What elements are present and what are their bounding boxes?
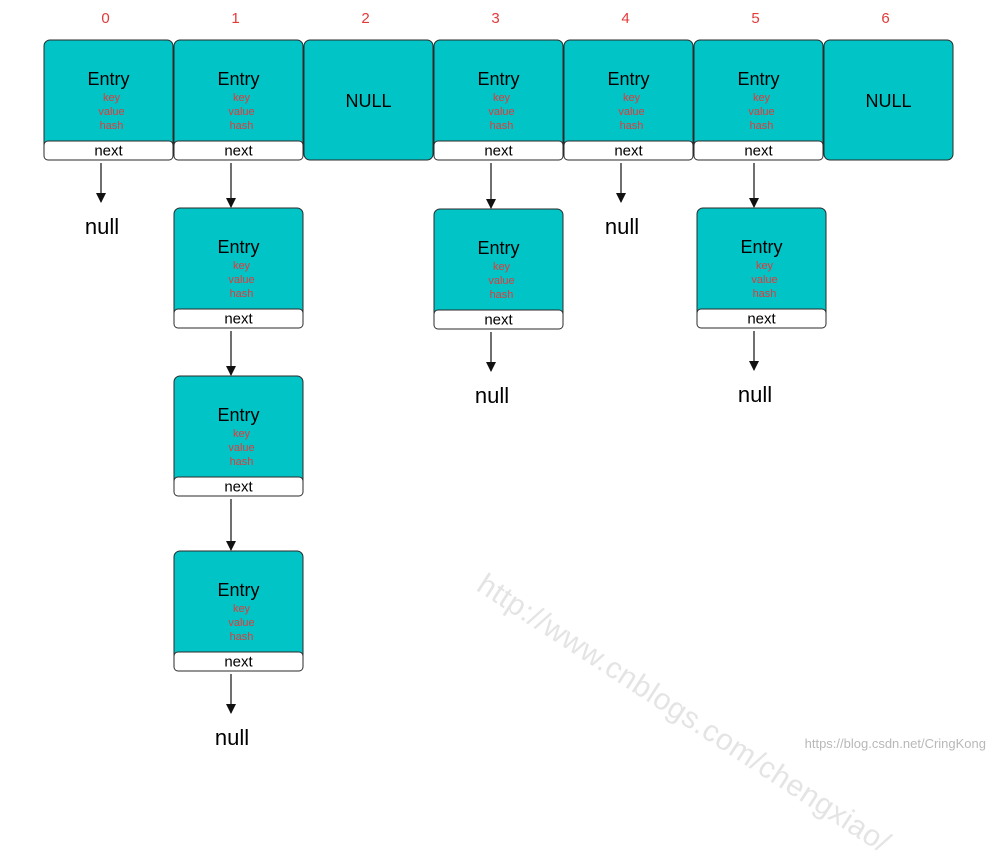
bucket-3-entry-0-field-key: key <box>493 92 511 104</box>
bucket-1-entry-3-next-label: next <box>224 654 253 671</box>
bucket-5-entry-0-title: Entry <box>737 69 779 89</box>
bucket-2-null-label: NULL <box>345 91 391 111</box>
bucket-0-null-terminator: null <box>85 214 119 239</box>
bucket-3-entry-1-next-label: next <box>484 312 513 329</box>
bucket-3-entry-0-next-pointer <box>433 140 564 161</box>
bucket-5-null-terminator: null <box>738 382 772 407</box>
bucket-3-entry-0-next-label: next <box>484 143 513 160</box>
bucket-1-entry-2-next-pointer <box>173 476 304 497</box>
bucket-1-entry-2-field-hash: hash <box>230 456 254 468</box>
bucket-5-entry-1-title: Entry <box>740 237 782 257</box>
bucket-5-entry-0-next-pointer <box>693 140 824 161</box>
bucket-0-entry-0-field-hash: hash <box>100 120 124 132</box>
bucket-1-entry-0-field-key: key <box>233 92 251 104</box>
bucket-3-entry-1-title: Entry <box>477 238 519 258</box>
bucket-1-entry-3-field-key: key <box>233 603 251 615</box>
bucket-1-entry-3-title: Entry <box>217 580 259 600</box>
bucket-1-entry-1-title: Entry <box>217 237 259 257</box>
bucket-5-entry-0-next-label: next <box>744 143 773 160</box>
bucket-5-entry-1-next-label: next <box>747 311 776 328</box>
bucket-1-null-terminator: null <box>215 725 249 750</box>
index-label-6: 6 <box>881 10 889 27</box>
bucket-4-entry-0-next-label: next <box>614 143 643 160</box>
bucket-5-entry-0-field-hash: hash <box>750 120 774 132</box>
bucket-5-entry-1-field-value: value <box>751 274 777 286</box>
bucket-0-entry-0-next-label: next <box>94 143 123 160</box>
bucket-4-entry-0-field-hash: hash <box>620 120 644 132</box>
bucket-3-null-terminator: null <box>475 383 509 408</box>
index-label-2: 2 <box>361 10 369 27</box>
bucket-1-entry-2-next-label: next <box>224 479 253 496</box>
bucket-3-entry-1-next-pointer <box>433 309 564 330</box>
index-label-3: 3 <box>491 10 499 27</box>
bucket-1-entry-1-next-label: next <box>224 311 253 328</box>
bucket-0-entry-0-field-value: value <box>98 106 124 118</box>
bucket-0-entry-0-next-pointer <box>43 140 174 161</box>
bucket-5-entry-1-field-key: key <box>756 260 774 272</box>
bucket-1-entry-0-field-value: value <box>228 106 254 118</box>
bucket-1-entry-0-field-hash: hash <box>230 120 254 132</box>
bucket-1-entry-3-field-hash: hash <box>230 631 254 643</box>
bucket-5-entry-1-next-pointer <box>696 308 827 329</box>
bucket-4-entry-0-field-key: key <box>623 92 641 104</box>
bucket-1-entry-1-next-pointer <box>173 308 304 329</box>
bucket-1-entry-3-field-value: value <box>228 617 254 629</box>
bucket-1-entry-2-field-value: value <box>228 442 254 454</box>
bucket-1-entry-2-title: Entry <box>217 405 259 425</box>
bucket-4-entry-0-field-value: value <box>618 106 644 118</box>
index-label-0: 0 <box>101 10 109 27</box>
bucket-1-entry-0-title: Entry <box>217 69 259 89</box>
bucket-3-entry-1-field-hash: hash <box>490 289 514 301</box>
bucket-5-entry-0-field-value: value <box>748 106 774 118</box>
bucket-3-entry-0-field-hash: hash <box>490 120 514 132</box>
bucket-1-entry-1-field-value: value <box>228 274 254 286</box>
bucket-5-entry-1-field-hash: hash <box>753 288 777 300</box>
bucket-4-entry-0-title: Entry <box>607 69 649 89</box>
bucket-3-entry-0-title: Entry <box>477 69 519 89</box>
bucket-1-entry-0-next-pointer <box>173 140 304 161</box>
bucket-2-null-slot <box>303 39 434 161</box>
index-label-1: 1 <box>231 10 239 27</box>
bucket-0-entry-0-field-key: key <box>103 92 121 104</box>
bucket-6-null-label: NULL <box>865 91 911 111</box>
bucket-4-entry-0-next-pointer <box>563 140 694 161</box>
bucket-1-entry-0-next-label: next <box>224 143 253 160</box>
index-label-5: 5 <box>751 10 759 27</box>
bucket-1-entry-3-next-pointer <box>173 651 304 672</box>
bucket-3-entry-1-field-key: key <box>493 261 511 273</box>
bucket-3-entry-0-field-value: value <box>488 106 514 118</box>
bucket-1-entry-2-field-key: key <box>233 428 251 440</box>
bucket-6-null-slot <box>823 39 954 161</box>
bucket-3-entry-1-field-value: value <box>488 275 514 287</box>
bucket-4-null-terminator: null <box>605 214 639 239</box>
bucket-5-entry-0-field-key: key <box>753 92 771 104</box>
bucket-1-entry-1-field-hash: hash <box>230 288 254 300</box>
watermark-csdn: https://blog.csdn.net/CringKong <box>804 736 986 751</box>
index-label-4: 4 <box>621 10 629 27</box>
bucket-0-entry-0-title: Entry <box>87 69 129 89</box>
bucket-1-entry-1-field-key: key <box>233 260 251 272</box>
